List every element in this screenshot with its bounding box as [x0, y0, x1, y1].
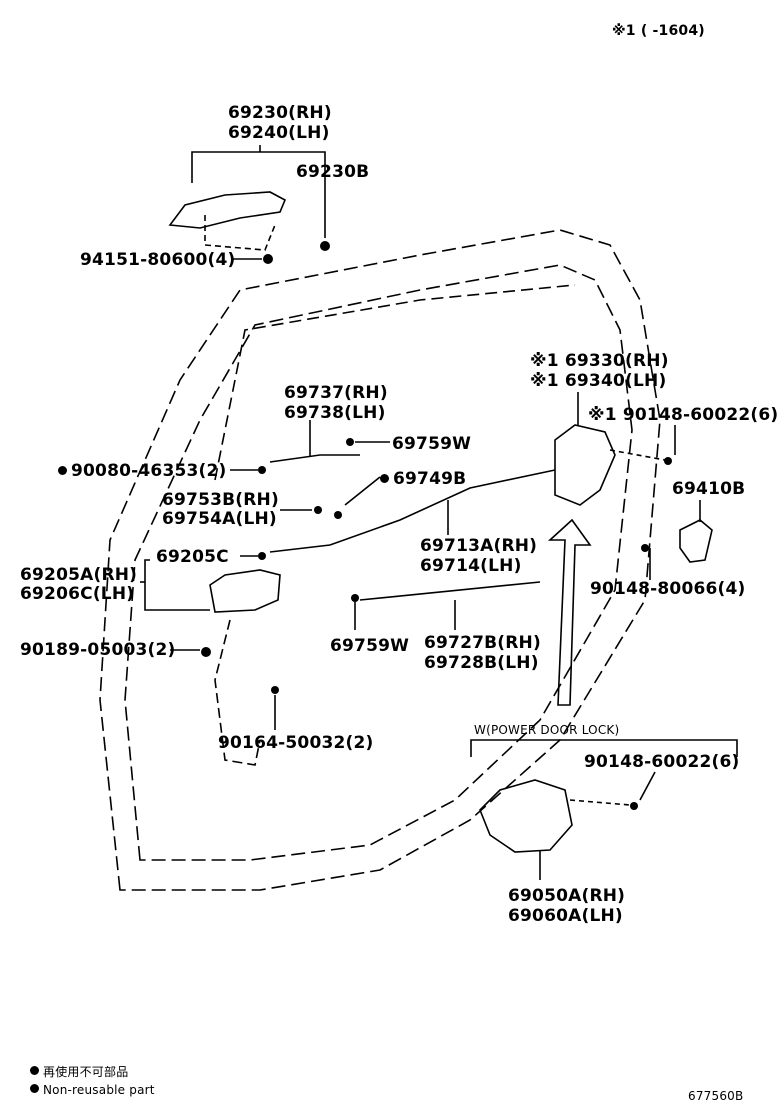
label-69050a: 69050A(RH) — [508, 886, 626, 906]
diagram-code: 677560B — [688, 1089, 744, 1103]
label-90148-top: ※1 90148-60022(6) — [588, 405, 778, 425]
outer-handle-frame — [204, 215, 276, 251]
label-69205c: 69205C — [156, 547, 229, 567]
label-69753b: 69753B(RH) — [162, 490, 279, 510]
door-outline-inner — [124, 264, 633, 861]
label-69727b: 69727B(RH) — [424, 633, 541, 653]
label-69754a: 69754A(LH) — [162, 509, 277, 529]
legend-dot — [30, 1084, 39, 1093]
rod-69727b — [359, 581, 541, 601]
label-90080-text: 90080-46353(2) — [71, 461, 227, 481]
label-69205a: 69205A(RH) — [20, 565, 138, 585]
legend-dot — [30, 1066, 39, 1075]
label-69240-lh: 69240(LH) — [228, 123, 330, 143]
clip-69205c-marker — [258, 552, 266, 560]
label-90148-80066: 90148-80066(4) — [590, 579, 746, 599]
screw-90148-top-marker — [664, 457, 672, 465]
window-line — [214, 284, 576, 481]
lock-body — [554, 424, 616, 506]
screw-90148-power-marker — [630, 802, 638, 810]
diagram-artwork — [99, 145, 738, 891]
label-69340: ※1 69340(LH) — [530, 371, 667, 391]
label-69060a: 69060A(LH) — [508, 906, 623, 926]
legend-en-text: Non-reusable part — [43, 1083, 155, 1097]
label-90189: 90189-05003(2) — [20, 640, 176, 660]
clip-94151-marker — [263, 254, 273, 264]
legend-jp-text: 再使用不可部品 — [43, 1065, 129, 1079]
clip-69759w-top-marker — [346, 438, 354, 446]
label-69330: ※1 69330(RH) — [530, 351, 669, 371]
label-69749b: 69749B — [380, 469, 466, 489]
power-lock-screw-line — [569, 799, 631, 806]
label-90148-power: 90148-60022(6) — [584, 752, 740, 772]
lock-screw-line — [609, 449, 666, 461]
non-reusable-dot — [380, 474, 389, 483]
rod-69737 — [269, 454, 360, 463]
clip-69749b-marker — [334, 511, 342, 519]
label-69759w-top: 69759W — [392, 434, 472, 454]
label-69230b: 69230B — [296, 162, 370, 182]
leader-90148-power — [639, 771, 656, 801]
leader-69749b — [344, 476, 381, 506]
screw-90164-marker — [271, 686, 279, 694]
header-note: ※1 ( -1604) — [612, 23, 705, 39]
clip-69230b-marker — [320, 241, 330, 251]
label-90164: 90164-50032(2) — [218, 733, 374, 753]
label-69759w-bottom: 69759W — [330, 636, 410, 656]
power-lock-motor — [479, 779, 573, 853]
cable-69713a — [269, 469, 556, 553]
legend-jp: 再使用不可部品 — [30, 1064, 128, 1080]
label-69714: 69714(LH) — [420, 556, 522, 576]
label-69713a: 69713A(RH) — [420, 536, 538, 556]
legend-en: Non-reusable part — [30, 1082, 155, 1098]
arrow-to-lock — [547, 518, 592, 706]
parts-diagram-page: ※1 ( -1604) 69230(RH) 69240(LH) 69230B 9… — [20, 23, 778, 1103]
door-outline-outer — [99, 229, 661, 891]
label-69206c: 69206C(LH) — [20, 584, 135, 604]
label-69737: 69737(RH) — [284, 383, 388, 403]
clip-90080-marker — [258, 466, 266, 474]
label-69728b: 69728B(LH) — [424, 653, 539, 673]
label-94151: 94151-80600(4) — [80, 250, 236, 270]
clip-69759w-bottom-marker — [351, 594, 359, 602]
label-69230-rh: 69230(RH) — [228, 103, 332, 123]
leader-69205a — [144, 559, 210, 611]
inner-handle-bracket — [214, 619, 261, 766]
bracket-marker — [314, 506, 322, 514]
non-reusable-dot — [58, 466, 67, 475]
screw-90148-80066-marker — [641, 544, 649, 552]
inner-handle-shape — [209, 569, 281, 613]
label-90080: 90080-46353(2) — [58, 461, 227, 481]
screw-90189-marker — [201, 647, 211, 657]
outer-handle-shape — [168, 191, 287, 229]
label-69749b-text: 69749B — [393, 469, 467, 489]
label-69410b: 69410B — [672, 479, 746, 499]
leader-69230 — [191, 151, 326, 238]
label-power-lock-section: W(POWER DOOR LOCK) — [474, 723, 620, 737]
power-lock-frame — [470, 739, 738, 757]
label-69738: 69738(LH) — [284, 403, 386, 423]
striker-shape — [679, 519, 713, 563]
